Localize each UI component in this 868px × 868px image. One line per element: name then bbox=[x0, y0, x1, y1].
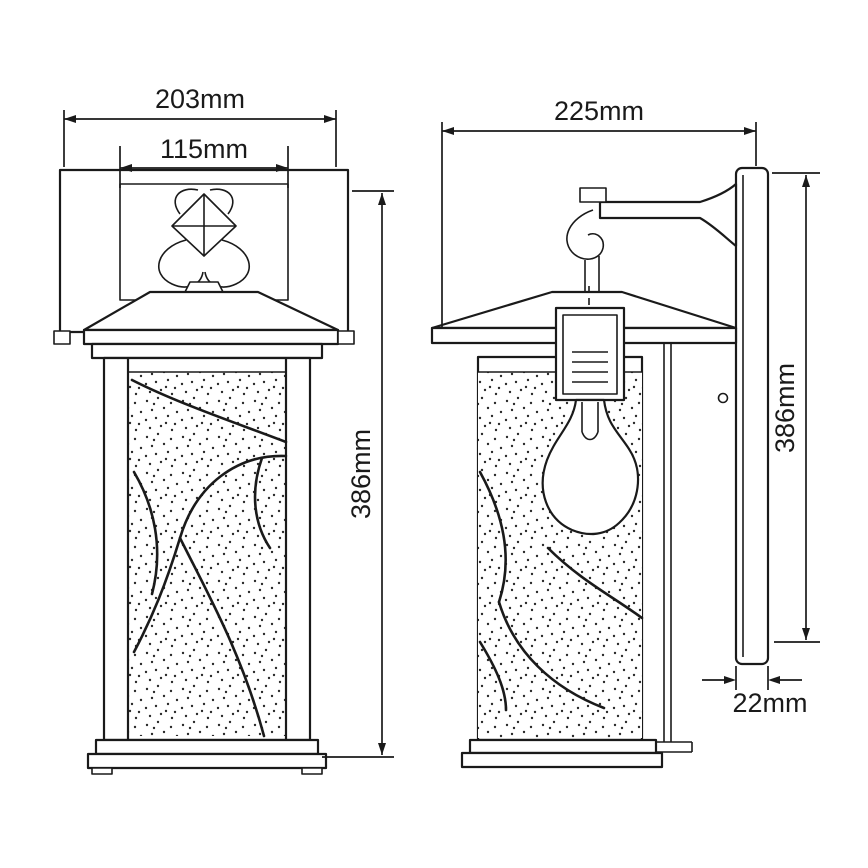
front-roof bbox=[53, 290, 355, 360]
support-rod bbox=[656, 343, 693, 753]
side-base-lower bbox=[460, 751, 664, 769]
front-body bbox=[102, 356, 312, 742]
dim-label-side-depth: 225mm bbox=[554, 96, 644, 126]
arrowhead bbox=[442, 127, 454, 135]
side-body bbox=[476, 355, 644, 742]
mount-screw bbox=[717, 392, 729, 404]
arrowhead bbox=[802, 175, 810, 187]
front-foot-right bbox=[301, 767, 323, 775]
side-glass-branches bbox=[478, 470, 644, 712]
dim-backplate-thickness: 22mm bbox=[702, 666, 808, 718]
front-view bbox=[53, 168, 355, 775]
side-hook-ornament bbox=[566, 187, 607, 292]
hook-scroll bbox=[566, 209, 605, 260]
arrowhead bbox=[64, 115, 76, 123]
socket-threads bbox=[572, 351, 608, 383]
lamp-holder bbox=[554, 306, 626, 402]
dim-front-height: 386mm bbox=[322, 190, 394, 758]
dim-front-inner-width: 115mm bbox=[119, 134, 289, 188]
front-eave-tab-right bbox=[337, 330, 355, 345]
dim-label-front-inner-width: 115mm bbox=[160, 134, 248, 164]
side-view bbox=[430, 166, 770, 769]
front-glass-stipple bbox=[128, 372, 286, 736]
dim-side-depth: 225mm bbox=[441, 96, 757, 328]
front-eave-tab-left bbox=[53, 330, 71, 345]
wall-plate bbox=[717, 166, 770, 666]
arrowhead bbox=[276, 164, 288, 172]
front-base bbox=[86, 738, 328, 775]
front-roof-eave bbox=[82, 328, 340, 346]
arrowhead bbox=[324, 115, 336, 123]
front-foot-left bbox=[91, 767, 113, 775]
lamp-holder-inner bbox=[562, 314, 618, 395]
front-roof-step bbox=[90, 342, 324, 360]
arrowhead bbox=[724, 676, 736, 684]
wall-plate-outline bbox=[734, 166, 770, 666]
dim-label-backplate-thickness: 22mm bbox=[732, 688, 807, 718]
arrowhead bbox=[802, 628, 810, 640]
dim-label-side-height: 386mm bbox=[770, 363, 800, 453]
front-glass-branches bbox=[130, 378, 288, 738]
dim-label-front-height: 386mm bbox=[346, 429, 376, 519]
arrowhead bbox=[378, 193, 386, 205]
side-glass-stipple bbox=[478, 372, 642, 738]
dim-front-width: 203mm bbox=[63, 84, 337, 167]
light-bulb bbox=[541, 398, 640, 536]
arrowhead bbox=[378, 743, 386, 755]
side-base bbox=[460, 738, 664, 769]
dim-side-height: 386mm bbox=[770, 172, 820, 643]
arm-bar bbox=[598, 182, 738, 248]
arrowhead bbox=[744, 127, 756, 135]
dim-label-front-width: 203mm bbox=[155, 84, 245, 114]
arrowhead bbox=[120, 164, 132, 172]
side-base-upper bbox=[468, 738, 658, 755]
mount-arm bbox=[598, 182, 738, 248]
hook-cap bbox=[579, 187, 607, 203]
front-base-upper bbox=[94, 738, 320, 756]
bulb-filament bbox=[581, 431, 599, 441]
front-base-lower bbox=[86, 752, 328, 770]
arrowhead bbox=[768, 676, 780, 684]
bulb-outline bbox=[541, 398, 640, 536]
